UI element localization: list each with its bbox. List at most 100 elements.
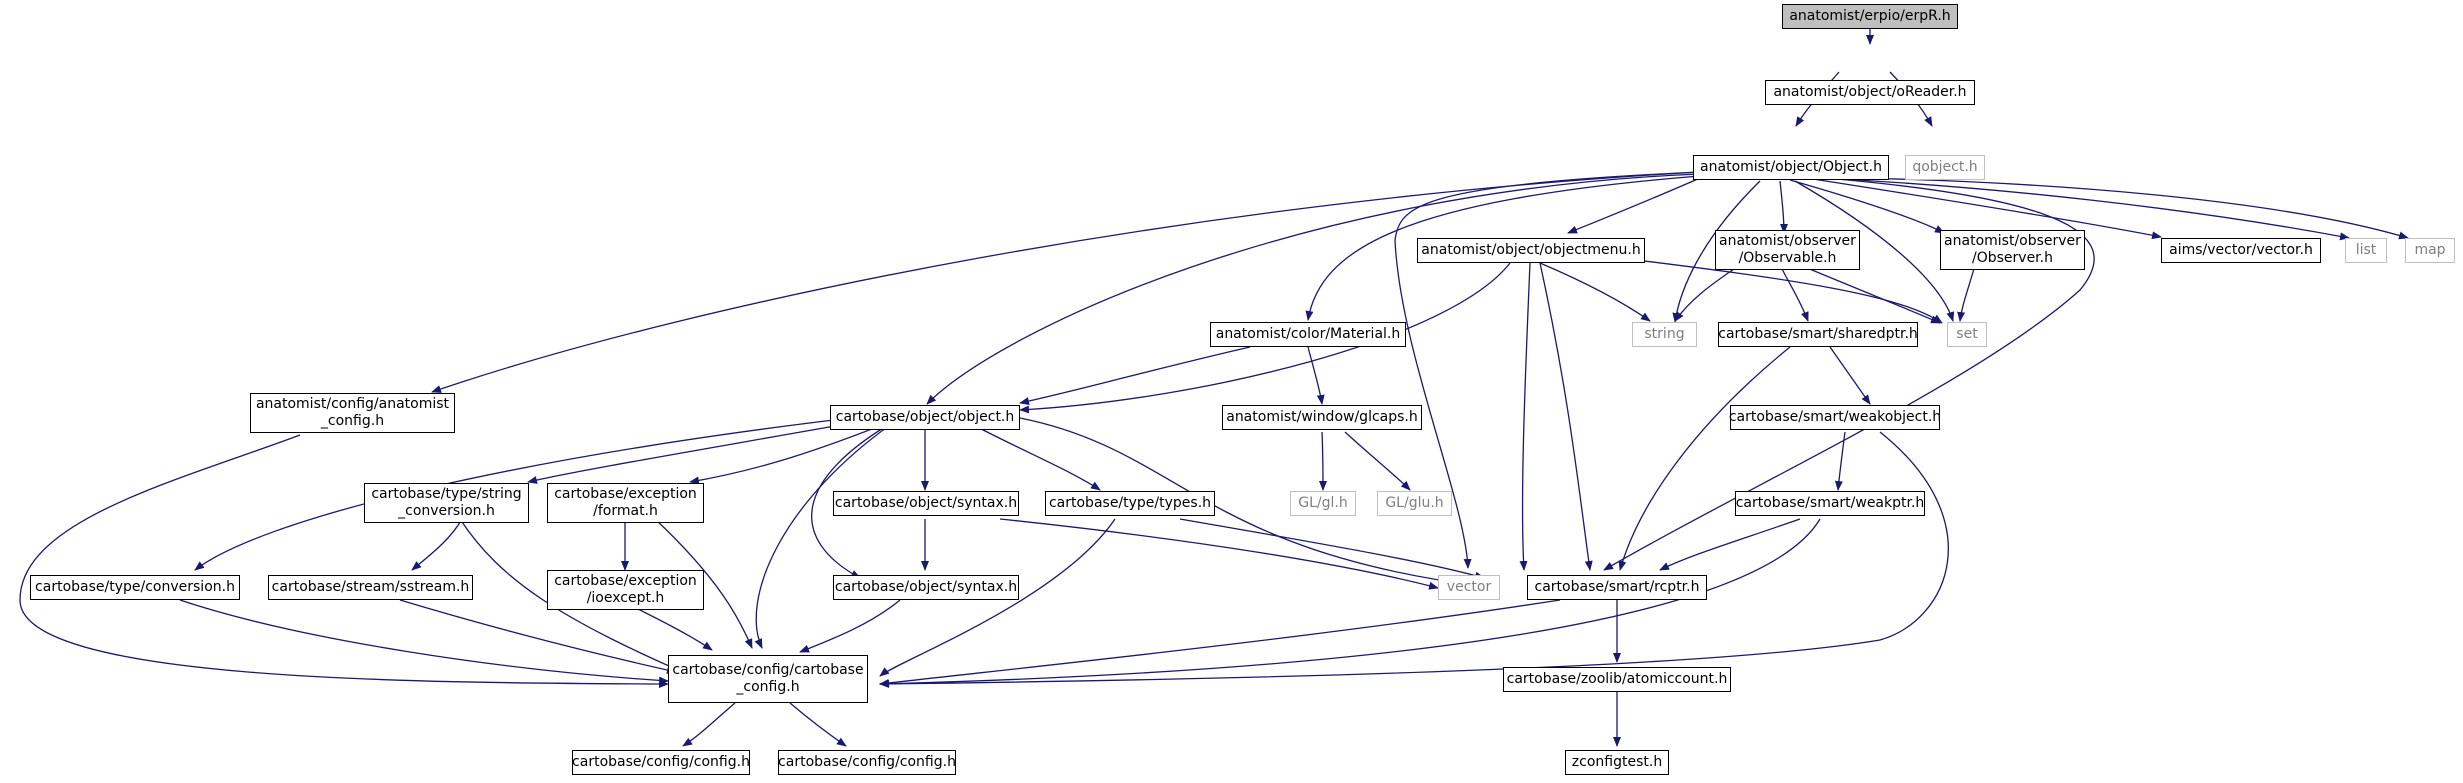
edge-format-cbconfig	[654, 518, 753, 649]
node-format-line-2: /format.h	[593, 503, 658, 519]
node-Object[interactable]: anatomist/object/Object.h	[1693, 155, 1889, 180]
edge-Observable-set	[1799, 264, 1941, 324]
edge-Object-set	[1794, 180, 1955, 322]
node-syntax1[interactable]: cartobase/object/syntax.h	[833, 491, 1019, 516]
node-strconv[interactable]: cartobase/type/string_conversion.h	[364, 483, 529, 523]
edge-Object-Observable	[1779, 180, 1788, 234]
node-weakptr[interactable]: cartobase/smart/weakptr.h	[1735, 491, 1925, 516]
node-objectmenu-line-1: anatomist/object/objectmenu.h	[1421, 242, 1641, 258]
edge-sharedptr-rcptr	[1618, 346, 1791, 571]
edge-weakobject-weakptr	[1834, 431, 1846, 491]
node-cbconfig-line-1: cartobase/config/cartobase	[672, 662, 864, 678]
node-map[interactable]: map	[2405, 238, 2455, 263]
edge-strconv-sstream	[411, 518, 463, 571]
node-erpR-line-1: anatomist/erpio/erpR.h	[1789, 8, 1951, 24]
edge-Object-list	[1799, 176, 2350, 241]
node-oReader[interactable]: anatomist/object/oReader.h	[1765, 80, 1975, 105]
edge-sharedptr-weakobject	[1829, 346, 1871, 405]
node-gluh-line-1: GL/glu.h	[1385, 495, 1444, 511]
node-glcaps[interactable]: anatomist/window/glcaps.h	[1222, 405, 1422, 430]
edge-Object-objectmenu	[1567, 177, 1701, 234]
edge-weakptr-rcptr	[1659, 518, 1801, 571]
edge-cobject-cbconfig	[754, 417, 901, 649]
node-list[interactable]: list	[2345, 238, 2387, 263]
node-set-line-1: set	[1956, 326, 1978, 342]
edge-syntax1-vector	[999, 518, 1439, 590]
node-sharedptr[interactable]: cartobase/smart/sharedptr.h	[1718, 322, 1918, 347]
node-anaconfig-line-1: anatomist/config/anatomist	[255, 396, 450, 412]
node-types-line-1: cartobase/type/types.h	[1048, 495, 1212, 511]
edge-Object-vectorh	[1799, 176, 2162, 240]
node-weakobject[interactable]: cartobase/smart/weakobject.h	[1728, 405, 1942, 430]
node-Observable-line-2: /Observable.h	[1738, 250, 1837, 266]
node-ioexcept-line-2: /ioexcept.h	[586, 590, 665, 606]
node-Material[interactable]: anatomist/color/Material.h	[1210, 322, 1406, 347]
node-set[interactable]: set	[1947, 322, 1987, 347]
node-zconfig[interactable]: zconfigtest.h	[1565, 750, 1669, 775]
edge-cbconfig-config2	[789, 702, 847, 747]
node-glcaps-line-1: anatomist/window/glcaps.h	[1226, 409, 1418, 425]
node-anaconfig-line-2: _config.h	[320, 413, 385, 429]
node-cbconfig-line-2: _config.h	[736, 679, 800, 695]
node-vectorh-line-1: aims/vector/vector.h	[2169, 242, 2313, 258]
node-rcptr[interactable]: cartobase/smart/rcptr.h	[1527, 575, 1707, 600]
edge-types-cbconfig	[879, 518, 1116, 677]
node-Material-line-1: anatomist/color/Material.h	[1215, 326, 1401, 342]
edge-cbconfig-config1	[682, 702, 736, 747]
node-config2-line-1: cartobase/config/config.h	[778, 754, 956, 770]
edge-Observable-string	[1674, 264, 1741, 322]
edge-syntax2-cbconfig	[799, 599, 901, 653]
node-erpR[interactable]: anatomist/erpio/erpR.h	[1782, 4, 1958, 29]
node-qobject[interactable]: qobject.h	[1905, 155, 1985, 180]
edge-Material-cobject	[1019, 346, 1251, 406]
node-conversion-line-1: cartobase/type/conversion.h	[35, 579, 235, 595]
node-rcptr-line-1: cartobase/smart/rcptr.h	[1534, 579, 1700, 595]
node-string[interactable]: string	[1632, 322, 1697, 347]
edge-conversion-cbconfig	[179, 599, 669, 685]
node-oReader-line-1: anatomist/object/oReader.h	[1773, 84, 1967, 100]
node-vectorh[interactable]: aims/vector/vector.h	[2161, 238, 2321, 263]
node-zconfig-line-1: zconfigtest.h	[1571, 754, 1663, 770]
node-weakobject-line-1: cartobase/smart/weakobject.h	[1728, 409, 1942, 425]
edge-Object-Material	[1305, 175, 1701, 321]
node-Observable[interactable]: anatomist/observer/Observable.h	[1715, 230, 1860, 270]
node-vector[interactable]: vector	[1438, 575, 1500, 600]
node-qobject-line-1: qobject.h	[1912, 159, 1978, 175]
node-ioexcept[interactable]: cartobase/exception/ioexcept.h	[547, 570, 704, 610]
node-atomic[interactable]: cartobase/zoolib/atomiccount.h	[1503, 667, 1731, 692]
edge-strconv-cbconfig	[459, 518, 709, 684]
node-strconv-line-1: cartobase/type/string	[371, 486, 522, 502]
node-gluh[interactable]: GL/glu.h	[1377, 491, 1452, 516]
node-glh[interactable]: GL/gl.h	[1290, 491, 1356, 516]
node-config1[interactable]: cartobase/config/config.h	[572, 750, 750, 775]
edge-objectmenu-cobject	[1019, 262, 1511, 414]
node-format[interactable]: cartobase/exception/format.h	[547, 483, 704, 523]
node-Object-line-1: anatomist/object/Object.h	[1700, 159, 1882, 175]
node-objectmenu[interactable]: anatomist/object/objectmenu.h	[1417, 238, 1645, 263]
node-string-line-1: string	[1644, 326, 1685, 342]
edge-sstream-cbconfig	[399, 599, 677, 674]
node-list-line-1: list	[2355, 242, 2377, 258]
node-atomic-line-1: cartobase/zoolib/atomiccount.h	[1506, 671, 1728, 687]
edge-rcptr-cbconfig	[879, 599, 1561, 687]
node-anaconfig[interactable]: anatomist/config/anatomist_config.h	[250, 393, 455, 433]
edge-Object-rcptr	[1603, 175, 2095, 571]
node-Observer[interactable]: anatomist/observer/Observer.h	[1940, 230, 2085, 270]
node-sstream[interactable]: cartobase/stream/sstream.h	[268, 575, 473, 600]
node-Observer-line-2: /Observer.h	[1972, 250, 2053, 266]
node-cobject[interactable]: cartobase/object/object.h	[830, 405, 1020, 430]
node-conversion[interactable]: cartobase/type/conversion.h	[30, 575, 240, 600]
node-sstream-line-1: cartobase/stream/sstream.h	[271, 579, 470, 595]
node-map-line-1: map	[2414, 242, 2446, 258]
edge-Observable-sharedptr	[1779, 264, 1809, 322]
edge-Observer-set	[1957, 264, 1976, 322]
node-types[interactable]: cartobase/type/types.h	[1045, 491, 1215, 516]
node-syntax2[interactable]: cartobase/object/syntax.h	[833, 575, 1019, 600]
node-config1-line-1: cartobase/config/config.h	[572, 754, 750, 770]
edge-cobject-syntax2	[811, 417, 901, 579]
node-vector-line-1: vector	[1446, 579, 1492, 595]
node-config2[interactable]: cartobase/config/config.h	[778, 750, 956, 775]
edge-Object-Observer	[1789, 179, 1945, 234]
node-cbconfig[interactable]: cartobase/config/cartobase_config.h	[668, 655, 868, 703]
